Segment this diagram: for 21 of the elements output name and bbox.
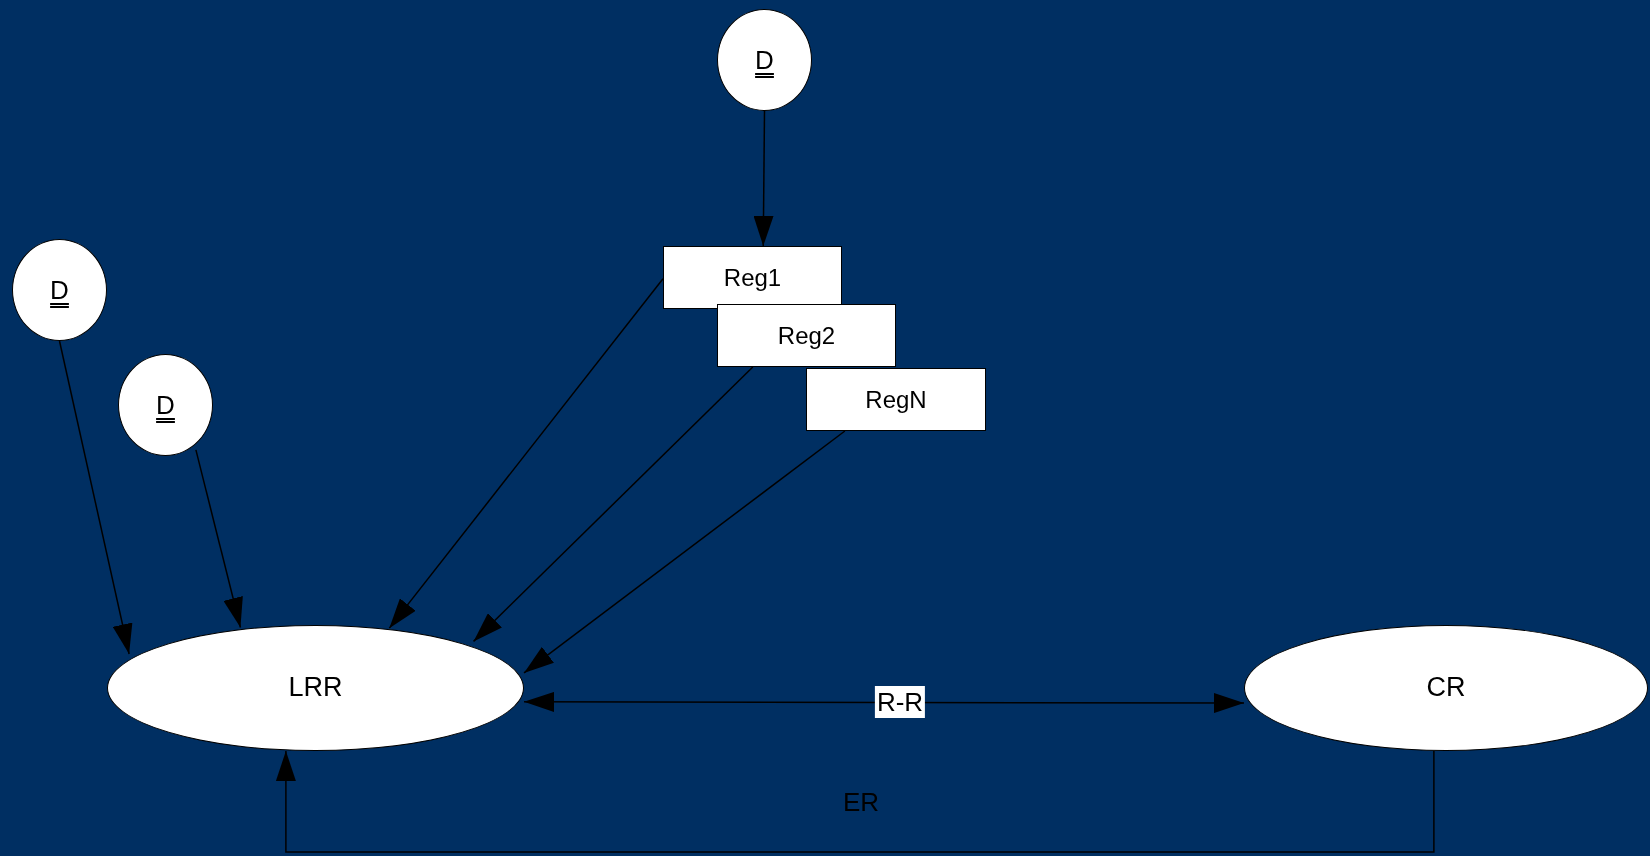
node-label: RegN: [865, 384, 927, 415]
node-label: D: [50, 273, 69, 307]
edge-label: ER: [842, 789, 880, 815]
node-label: D: [156, 388, 175, 422]
arrow: [472, 366, 754, 643]
node-label: CR: [1426, 671, 1466, 705]
node-label: D: [755, 43, 774, 77]
arrow: [195, 449, 243, 629]
arrow: [753, 110, 774, 247]
process-box: [806, 368, 986, 431]
arrow: [388, 278, 664, 629]
arrow: [58, 340, 133, 655]
edge-label: R-R: [874, 686, 926, 719]
process-box: [663, 246, 842, 309]
arrow: [275, 750, 1435, 853]
node-label: Reg1: [723, 262, 782, 293]
process-box: [717, 304, 896, 367]
arrow: [523, 430, 846, 674]
node-label: LRR: [288, 671, 343, 705]
node-label: Reg2: [777, 320, 836, 351]
arrow: [523, 691, 1245, 714]
